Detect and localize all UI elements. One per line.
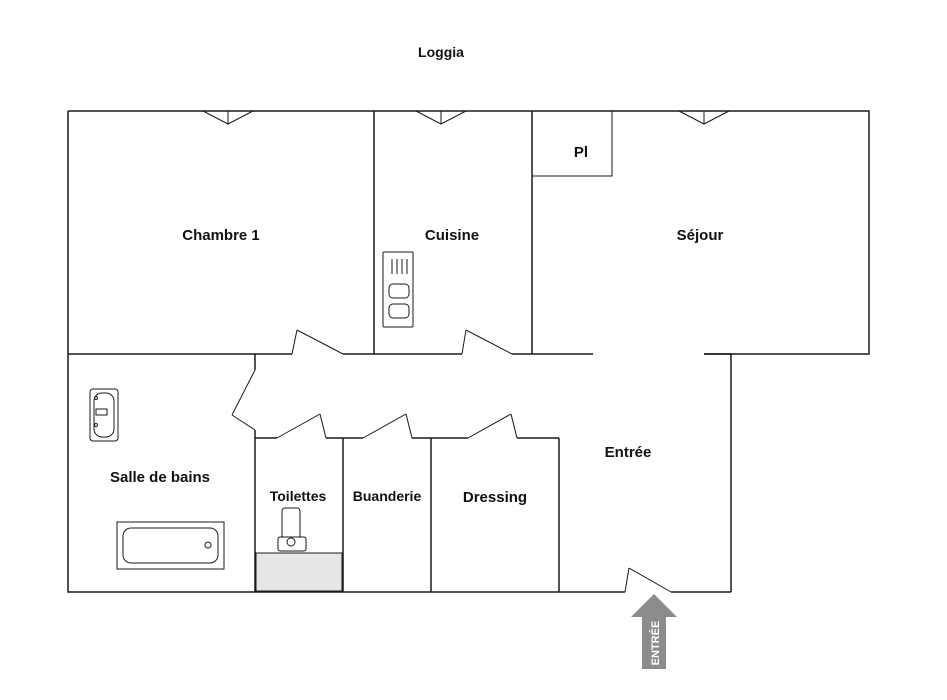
room-label-salle-de-bains: Salle de bains bbox=[110, 469, 210, 486]
room-label-sejour: Séjour bbox=[677, 227, 724, 244]
entrance-arrow-label: ENTRÉE bbox=[649, 621, 662, 666]
outer-walls bbox=[67, 110, 870, 593]
toilet-icon bbox=[277, 507, 307, 552]
room-label-entree: Entrée bbox=[605, 444, 652, 461]
loggia-label: Loggia bbox=[418, 44, 464, 60]
doors bbox=[231, 329, 672, 593]
room-label-buanderie: Buanderie bbox=[353, 488, 422, 504]
sink-icon bbox=[89, 388, 119, 442]
room-label-toilettes: Toilettes bbox=[270, 488, 327, 504]
room-label-placard: Pl bbox=[574, 144, 588, 161]
windows bbox=[202, 110, 730, 125]
bathtub-icon bbox=[116, 521, 225, 570]
entrance-arrow: ENTRÉE bbox=[631, 594, 677, 669]
room-label-chambre: Chambre 1 bbox=[182, 227, 260, 244]
toilet-floor bbox=[255, 552, 343, 592]
room-label-cuisine: Cuisine bbox=[425, 227, 479, 244]
room-label-dressing: Dressing bbox=[463, 489, 527, 506]
interior-walls bbox=[68, 111, 613, 592]
kitchen-counter-icon bbox=[382, 251, 414, 328]
